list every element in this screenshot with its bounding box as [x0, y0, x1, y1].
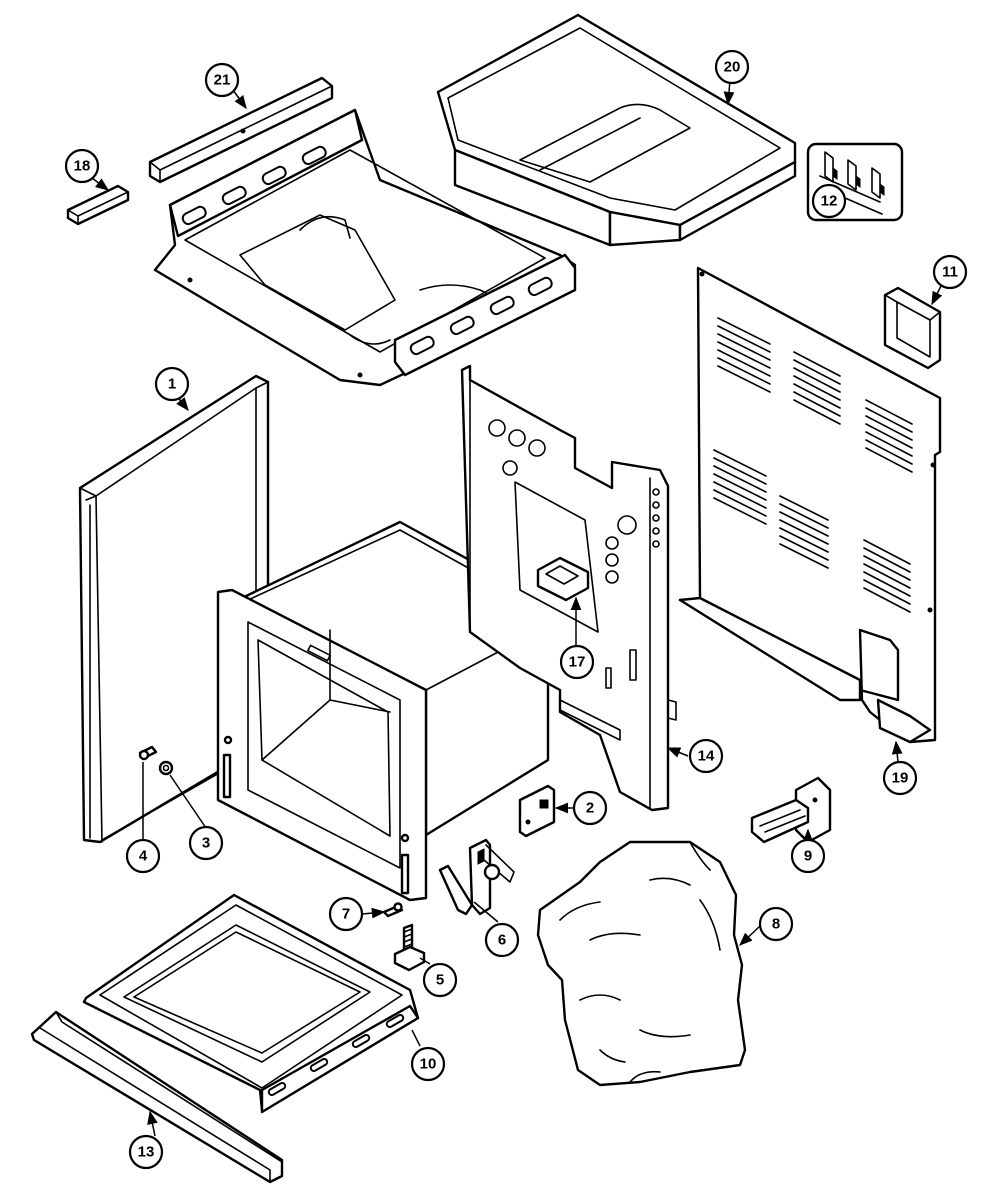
- part-13-front-trim: [30, 1010, 284, 1184]
- callout-5: 5: [422, 962, 458, 998]
- callout-label: 5: [436, 972, 444, 989]
- callout-10: 10: [410, 1046, 446, 1082]
- callout-21: 21: [204, 62, 240, 98]
- callout-label: 12: [821, 193, 838, 210]
- part-5-leveling-leg: [393, 923, 426, 972]
- callout-label: 21: [214, 72, 231, 89]
- part-9-bracket: [750, 776, 832, 844]
- part-18-end-cap: [66, 184, 130, 226]
- callout-3: 3: [188, 825, 224, 861]
- callout-label: 1: [168, 376, 176, 393]
- callout-1: 1: [154, 366, 190, 402]
- callout-label: 17: [569, 654, 586, 671]
- part-14-side-frame: [460, 364, 677, 812]
- callout-label: 14: [698, 748, 715, 765]
- callout-label: 10: [420, 1056, 437, 1073]
- callout-17: 17: [559, 644, 595, 680]
- callout-label: 7: [342, 906, 350, 923]
- callout-11: 11: [932, 254, 968, 290]
- part-2-bracket: [518, 784, 556, 838]
- callout-7: 7: [328, 896, 364, 932]
- part-8-insulation: [536, 840, 747, 1087]
- callout-8: 8: [758, 906, 794, 942]
- callout-20: 20: [714, 49, 750, 85]
- part-20-tray: [436, 13, 797, 247]
- callout-14: 14: [688, 738, 724, 774]
- callout-18: 18: [64, 148, 100, 184]
- callout-label: 2: [586, 800, 594, 817]
- part-11-cover: [883, 286, 942, 370]
- callout-label: 13: [138, 1144, 155, 1161]
- callout-label: 6: [498, 932, 506, 949]
- callout-label: 4: [139, 848, 148, 865]
- callout-6: 6: [484, 922, 520, 958]
- part-6-hinge: [438, 838, 515, 916]
- callout-label: 19: [892, 770, 909, 787]
- callout-13: 13: [128, 1134, 164, 1170]
- callout-label: 11: [942, 264, 958, 281]
- part-4-screw: [138, 745, 158, 761]
- callout-19: 19: [882, 760, 918, 796]
- callout-label: 8: [772, 916, 780, 933]
- callout-2: 2: [572, 790, 608, 826]
- cooktop-main-body: [153, 108, 577, 387]
- callout-group: 21 18 20 12 11 1 17 14 2 19 4 3 9 7 6 8 …: [64, 49, 968, 1170]
- callout-9: 9: [790, 838, 826, 874]
- callout-4: 4: [125, 838, 161, 874]
- part-10-oven-bottom: [82, 893, 420, 1114]
- back-panel: [678, 266, 942, 744]
- part-21-trim-strip: [148, 76, 334, 184]
- callout-label: 18: [74, 158, 91, 175]
- part-3-grommet: [158, 760, 174, 776]
- callout-label: 9: [804, 848, 812, 865]
- callout-label: 20: [724, 59, 741, 76]
- callout-label: 3: [202, 835, 210, 852]
- part-7-screw: [382, 902, 404, 918]
- callout-12: 12: [811, 183, 847, 219]
